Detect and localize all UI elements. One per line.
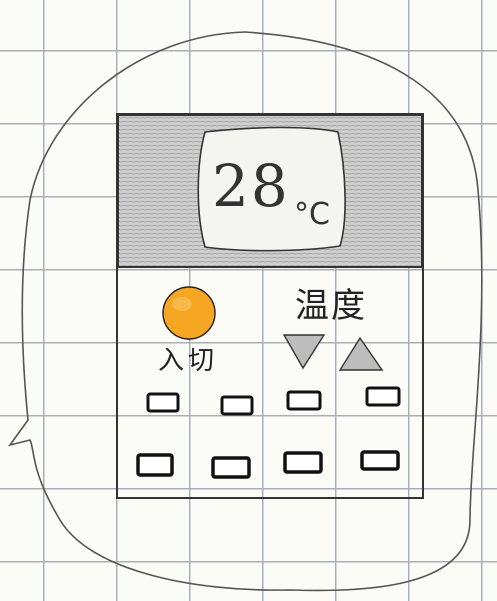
temp-down-button[interactable] [282, 333, 326, 370]
function-button-7[interactable] [283, 451, 323, 474]
button-row-1 [148, 388, 399, 414]
function-button-6[interactable] [211, 456, 251, 479]
function-button-2[interactable] [220, 395, 254, 416]
function-button-1[interactable] [146, 392, 180, 413]
temperature-label: 温度 [295, 278, 367, 327]
temp-up-button[interactable] [338, 336, 384, 372]
power-button[interactable] [163, 287, 215, 339]
function-button-4[interactable] [365, 386, 401, 407]
function-button-5[interactable] [136, 453, 174, 477]
temperature-unit: °C [294, 197, 330, 232]
function-button-3[interactable] [286, 390, 322, 411]
temperature-readout: 28 [212, 152, 290, 220]
function-button-8[interactable] [360, 450, 400, 471]
button-row-2 [138, 452, 398, 477]
power-label: 入切 [158, 340, 218, 377]
